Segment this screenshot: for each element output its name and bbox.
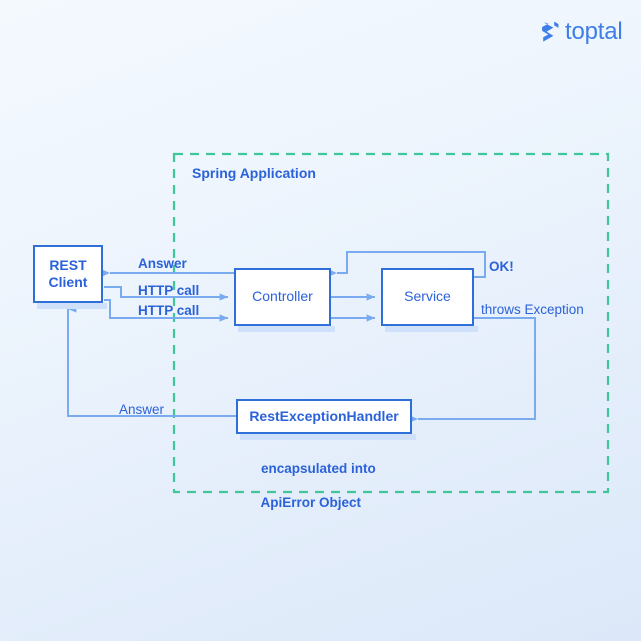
edge-label-http-call-2: HTTP call (138, 303, 200, 318)
spring-application-boundary (172, 152, 610, 494)
node-service-label: Service (404, 288, 451, 305)
node-rest-client-line2: Client (48, 274, 88, 290)
edge-label-answer-bottom: Answer (119, 402, 165, 417)
edge-label-ok: OK! (489, 259, 514, 274)
node-controller: Controller (234, 268, 331, 326)
edge-answer-bottom (67, 305, 236, 417)
node-controller-label: Controller (252, 288, 313, 305)
service-shadow (385, 326, 478, 332)
edge-label-http-call-1: HTTP call (138, 283, 200, 298)
annotation-encapsulated: encapsulated into ApiError Object (246, 444, 376, 528)
boundary-label-spring-application: Spring Application (192, 165, 316, 181)
node-rest-client: REST Client (33, 245, 103, 303)
edge-ok (328, 251, 486, 278)
node-rest-client-line1: REST (49, 256, 87, 273)
toptal-chevron-icon (542, 21, 559, 42)
rest-client-shadow (37, 303, 107, 309)
edge-label-throws-exception: throws Exception (481, 302, 584, 317)
edge-http-call-1 (104, 286, 229, 301)
node-rest-exception-handler: RestExceptionHandler (236, 399, 412, 434)
annotation-encapsulated-line1: encapsulated into (261, 460, 376, 476)
edge-http-call-2 (104, 299, 229, 322)
node-service: Service (381, 268, 474, 326)
handler-shadow (240, 434, 416, 440)
toptal-logo: toptal (541, 20, 623, 44)
toptal-wordmark: toptal (565, 18, 623, 45)
annotation-encapsulated-line2: ApiError Object (260, 494, 362, 510)
edge-label-answer-top: Answer (138, 256, 187, 271)
controller-shadow (238, 326, 335, 332)
node-handler-label: RestExceptionHandler (249, 407, 399, 424)
edge-throws-exception (409, 317, 536, 423)
